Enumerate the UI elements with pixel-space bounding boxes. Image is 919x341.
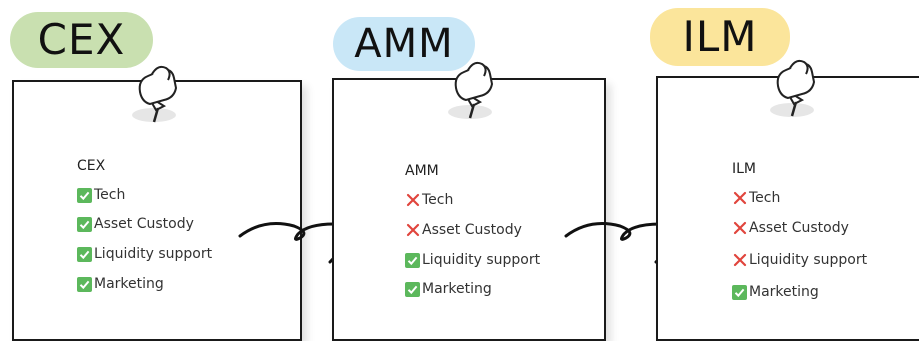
ilm-pill-text: ILM <box>682 12 758 61</box>
amm-item-tech-label: Tech <box>422 192 454 208</box>
amm-pill-text: AMM <box>354 21 454 67</box>
check-box-icon <box>77 187 92 203</box>
x-mark-icon <box>405 223 420 238</box>
ilm-pill-label: ILM <box>650 8 790 66</box>
check-box-icon <box>77 276 92 292</box>
cex-card-title: CEX <box>77 158 106 174</box>
amm-item-liquidity-support: Liquidity support <box>405 252 540 268</box>
ilm-item-asset-custody: Asset Custody <box>732 220 849 236</box>
push-pin-icon <box>770 59 816 117</box>
x-mark-icon <box>732 221 747 236</box>
check-box-icon <box>732 284 747 300</box>
x-mark-icon <box>732 253 747 268</box>
x-mark-icon <box>732 191 747 206</box>
amm-item-tech: Tech <box>405 192 453 208</box>
cex-pill-label: CEX <box>10 12 153 68</box>
ilm-item-asset-custody-label: Asset Custody <box>749 220 849 236</box>
cex-note-card <box>12 80 302 341</box>
ilm-item-tech: Tech <box>732 190 780 206</box>
amm-item-marketing-label: Marketing <box>422 281 492 297</box>
cex-item-liquidity-support: Liquidity support <box>77 246 212 262</box>
push-pin-icon <box>132 65 178 123</box>
amm-pill-label: AMM <box>333 17 475 71</box>
ilm-item-marketing: Marketing <box>732 284 819 300</box>
push-pin-icon <box>448 61 494 119</box>
check-box-icon <box>77 216 92 232</box>
amm-item-asset-custody-label: Asset Custody <box>422 222 522 238</box>
amm-item-marketing: Marketing <box>405 281 492 297</box>
cex-item-liquidity-support-label: Liquidity support <box>94 246 213 262</box>
ilm-item-marketing-label: Marketing <box>749 284 819 300</box>
check-box-icon <box>77 246 92 262</box>
cex-item-asset-custody: Asset Custody <box>77 216 194 232</box>
ilm-item-liquidity-support-label: Liquidity support <box>749 252 868 268</box>
check-box-icon <box>405 252 420 268</box>
x-mark-icon <box>405 193 420 208</box>
cex-pill-text: CEX <box>37 15 126 64</box>
amm-card-title: AMM <box>405 163 439 179</box>
ilm-card-title: ILM <box>732 161 757 177</box>
cex-item-marketing: Marketing <box>77 276 164 292</box>
amm-item-asset-custody: Asset Custody <box>405 222 522 238</box>
amm-item-liquidity-support-label: Liquidity support <box>422 252 541 268</box>
cex-item-asset-custody-label: Asset Custody <box>94 216 194 232</box>
cex-item-marketing-label: Marketing <box>94 276 164 292</box>
cex-item-tech-label: Tech <box>94 187 126 203</box>
cex-item-tech: Tech <box>77 187 125 203</box>
check-box-icon <box>405 281 420 297</box>
ilm-item-tech-label: Tech <box>749 190 781 206</box>
ilm-item-liquidity-support: Liquidity support <box>732 252 867 268</box>
